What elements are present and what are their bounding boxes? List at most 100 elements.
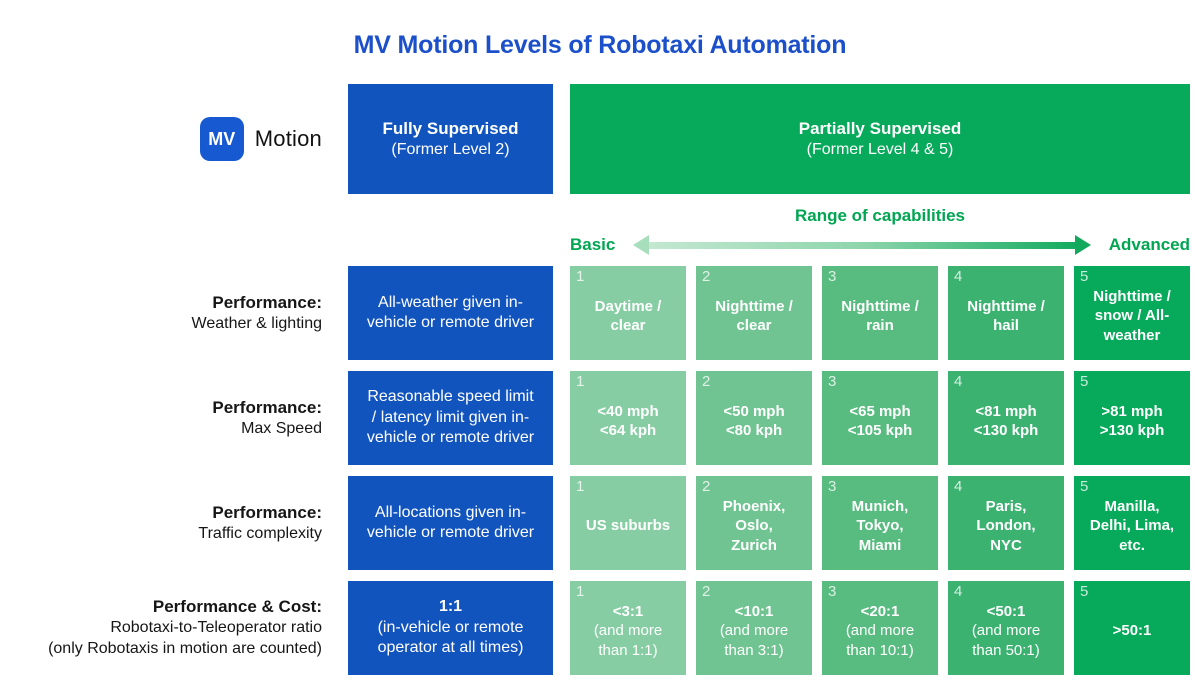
row-label-subtitle: Max Speed [241,419,322,437]
matrix-rows: Performance: Weather & lighting All-weat… [0,266,1190,686]
cell-text: Manilla, Delhi, Lima, etc. [1089,498,1175,554]
cell-text: Munich, Tokyo, Miami [851,498,909,554]
level-number: 1 [576,583,585,600]
cell-text: US suburbs [585,517,671,535]
level-cells: 1 Daytime / clear 2 Nighttime / clear 3 … [570,266,1190,360]
arrow-gradient-bar [649,241,1075,249]
level-cell: 2 <50 mph <80 kph [696,371,812,465]
range-of-capabilities-label: Range of capabilities [794,206,966,225]
baseline-text: All-weather given in- vehicle or remote … [366,293,535,331]
cell-text: <3:1 [612,603,644,621]
row-traffic-complexity: Performance: Traffic complexity All-loca… [0,476,1190,570]
baseline-box: All-weather given in- vehicle or remote … [348,266,553,360]
level-number: 5 [1080,268,1089,285]
level-cell: 1 Daytime / clear [570,266,686,360]
level-cell: 1 <3:1 (and more than 1:1) [570,581,686,675]
row-label: Performance: Weather & lighting [0,266,322,360]
partially-supervised-subtitle: (Former Level 4 & 5) [806,140,954,158]
cell-text: <10:1 [734,603,774,621]
cell-text: >50:1 [1112,622,1152,640]
level-number: 4 [954,373,963,390]
cell-note: (and more than 1:1) [593,622,663,659]
level-cells: 1 US suburbs 2 Phoenix, Oslo, Zurich 3 M… [570,476,1190,570]
level-number: 2 [702,268,711,285]
cell-note: (and more than 10:1) [845,622,915,659]
fully-supervised-title: Fully Supervised [382,118,519,138]
row-label-title: Performance: [212,502,322,522]
level-cells: 1 <3:1 (and more than 1:1) 2 <10:1 (and … [570,581,1190,675]
baseline-text: All-locations given in- vehicle or remot… [366,503,535,541]
basic-label: Basic [570,235,616,254]
cell-text: >81 mph >130 kph [1099,402,1165,439]
level-cell: 4 Paris, London, NYC [948,476,1064,570]
baseline-box: Reasonable speed limit / latency limit g… [348,371,553,465]
logo-wordmark: Motion [254,126,322,151]
cell-text: Nighttime / clear [715,297,793,334]
level-number: 2 [702,373,711,390]
cell-text: Nighttime / snow / All- weather [1093,288,1171,344]
level-cell: 2 <10:1 (and more than 3:1) [696,581,812,675]
level-number: 4 [954,268,963,285]
header-band: MV Motion Fully Supervised (Former Level… [0,84,1190,194]
mv-logo-icon: MV [199,117,244,161]
row-teleoperator-ratio: Performance & Cost: Robotaxi-to-Teleoper… [0,581,1190,675]
cell-text: <40 mph <64 kph [597,402,659,439]
fully-supervised-subtitle: (Former Level 2) [391,140,510,158]
baseline-box: All-locations given in- vehicle or remot… [348,476,553,570]
row-label-subtitle: Robotaxi-to-Teleoperator ratio (only Rob… [48,619,322,658]
level-cell: 5 >81 mph >130 kph [1074,371,1190,465]
level-cell: 3 Nighttime / rain [822,266,938,360]
level-cell: 3 <65 mph <105 kph [822,371,938,465]
cell-note: (and more than 50:1) [971,622,1041,659]
level-number: 3 [828,373,837,390]
level-number: 3 [828,478,837,495]
level-number: 5 [1080,583,1089,600]
baseline-text: Reasonable speed limit / latency limit g… [366,388,535,447]
cell-text: Phoenix, Oslo, Zurich [722,498,786,554]
row-label: Performance: Max Speed [0,371,322,465]
page-title: MV Motion Levels of Robotaxi Automation [353,31,847,59]
level-cell: 3 Munich, Tokyo, Miami [822,476,938,570]
advanced-label: Advanced [1108,235,1190,254]
cell-text: <65 mph <105 kph [847,402,913,439]
cell-text: Nighttime / rain [841,297,919,334]
partially-supervised-title: Partially Supervised [798,118,962,138]
range-band: Basic Advanced [570,233,1190,257]
level-number: 3 [828,583,837,600]
level-cell: 1 <40 mph <64 kph [570,371,686,465]
baseline-text: (in-vehicle or remote operator at all ti… [377,618,524,657]
cell-text: Nighttime / hail [967,297,1045,334]
level-cell: 5 Manilla, Delhi, Lima, etc. [1074,476,1190,570]
level-number: 1 [576,268,585,285]
mv-motion-logo: MV Motion [0,84,322,194]
level-cell: 4 <81 mph <130 kph [948,371,1064,465]
cell-text: <20:1 [860,603,900,621]
level-number: 2 [702,478,711,495]
level-cell: 3 <20:1 (and more than 10:1) [822,581,938,675]
row-label: Performance & Cost: Robotaxi-to-Teleoper… [0,581,322,675]
level-cell: 5 >50:1 [1074,581,1190,675]
row-label-subtitle: Weather & lighting [191,314,322,332]
cell-text: Daytime / clear [594,297,662,334]
level-number: 1 [576,478,585,495]
level-cell: 4 <50:1 (and more than 50:1) [948,581,1064,675]
cell-text: <81 mph <130 kph [973,402,1039,439]
level-number: 4 [954,583,963,600]
level-number: 5 [1080,478,1089,495]
level-number: 5 [1080,373,1089,390]
row-max-speed: Performance: Max Speed Reasonable speed … [0,371,1190,465]
row-weather-lighting: Performance: Weather & lighting All-weat… [0,266,1190,360]
range-arrow [633,235,1091,255]
row-label-subtitle: Traffic complexity [198,524,322,542]
level-number: 1 [576,373,585,390]
baseline-box: 1:1 (in-vehicle or remote operator at al… [348,581,553,675]
level-cell: 1 US suburbs [570,476,686,570]
row-label-title: Performance & Cost: [152,597,322,617]
level-cells: 1 <40 mph <64 kph 2 <50 mph <80 kph 3 <6… [570,371,1190,465]
cell-text: <50 mph <80 kph [723,402,785,439]
right-arrowhead-icon [1074,235,1091,255]
header-fully-supervised: Fully Supervised (Former Level 2) [348,84,553,194]
row-label-title: Performance: [212,292,322,312]
cell-text: <50:1 [986,603,1026,621]
row-label-title: Performance: [212,397,322,417]
